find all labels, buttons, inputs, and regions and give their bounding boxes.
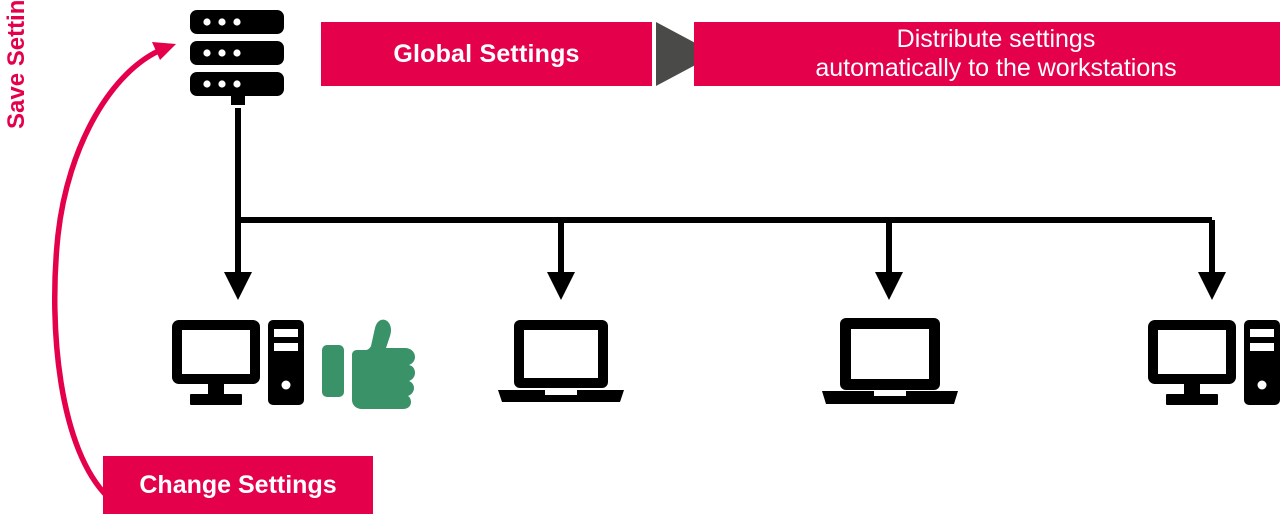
change-settings-banner-label: Change Settings bbox=[139, 470, 337, 499]
distribution-arrowheads bbox=[224, 272, 1226, 300]
change-settings-banner: Change Settings bbox=[103, 456, 373, 514]
server-rack-icon bbox=[190, 10, 284, 105]
distribute-settings-banner: Distribute settings automatically to the… bbox=[694, 22, 1280, 86]
global-settings-banner: Global Settings bbox=[321, 22, 652, 86]
desktop-computer-icon bbox=[172, 320, 304, 405]
thumbs-up-icon bbox=[322, 319, 415, 409]
distribute-banner-line-2: automatically to the workstations bbox=[815, 54, 1177, 82]
change-settings-feedback-arrow bbox=[52, 42, 176, 500]
distribution-connector-lines bbox=[235, 108, 1215, 278]
distribute-banner-line-1: Distribute settings bbox=[896, 24, 1096, 53]
laptop-icon bbox=[498, 320, 624, 402]
desktop-computer-icon bbox=[1148, 320, 1280, 405]
laptop-icon bbox=[822, 318, 958, 404]
global-settings-banner-label: Global Settings bbox=[393, 39, 580, 68]
